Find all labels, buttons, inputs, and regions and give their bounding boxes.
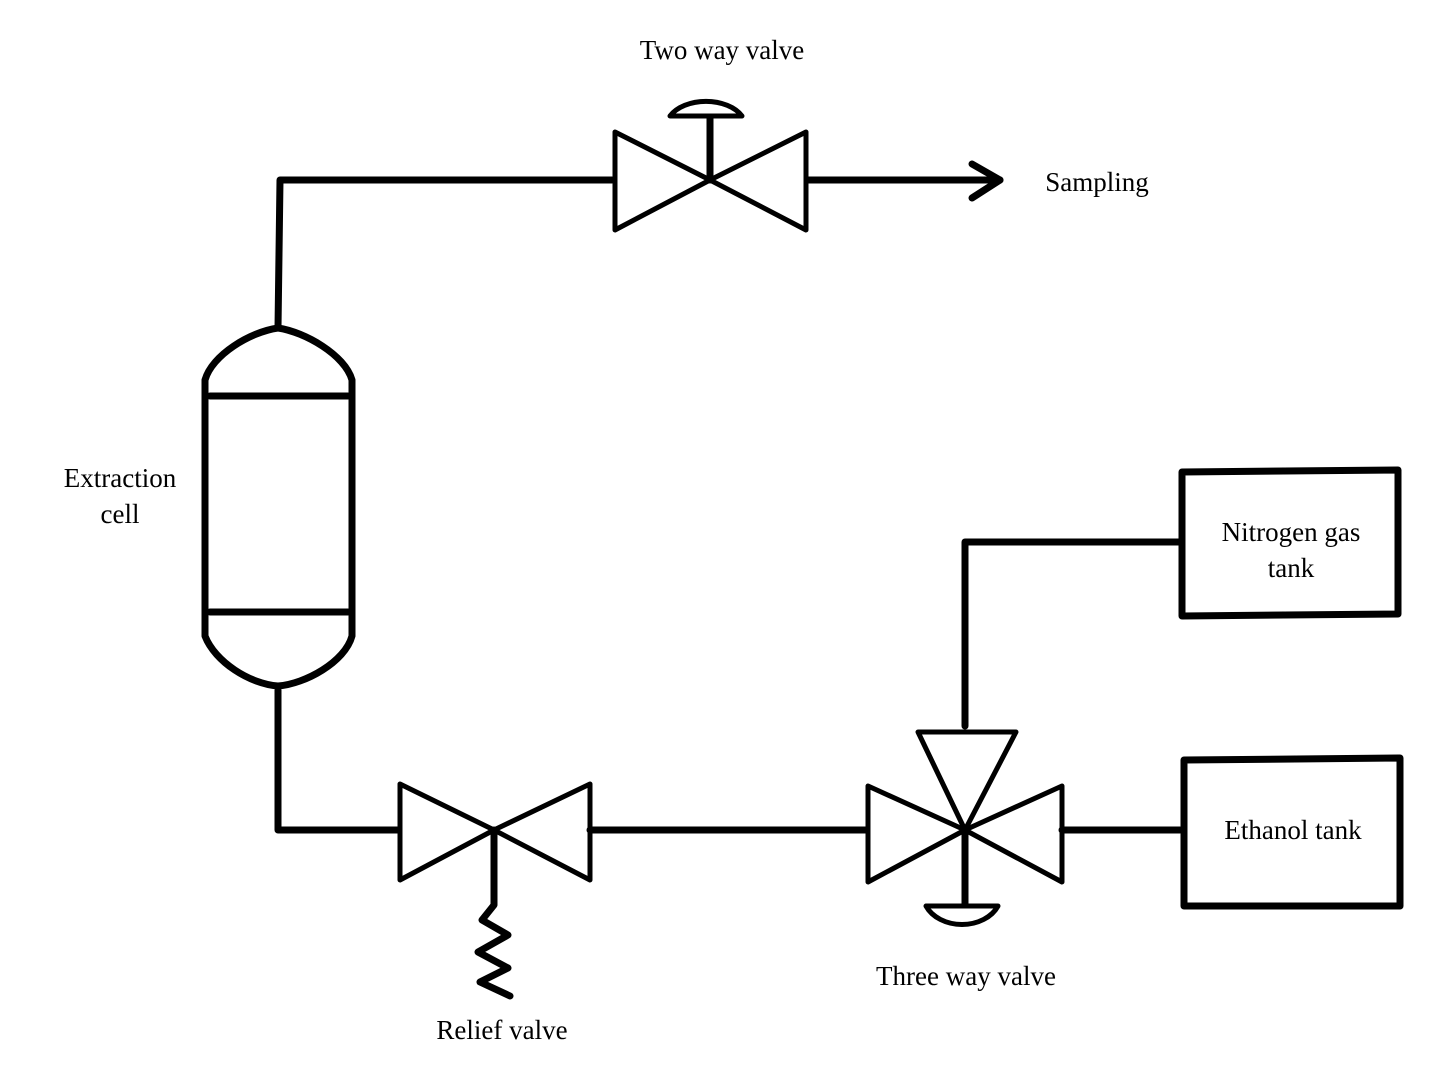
pipe-cell-to-two-way-valve	[274, 176, 616, 332]
extraction-cell-label: Extraction cell	[40, 460, 200, 532]
relief-valve-icon	[397, 781, 593, 1000]
ethanol-tank-label: Ethanol tank	[1224, 815, 1362, 845]
sampling-label: Sampling	[1045, 167, 1149, 197]
two-way-valve-label: Two way valve	[639, 35, 805, 65]
extraction-cell-vessel	[201, 324, 356, 690]
nitrogen-gas-tank-box	[1178, 466, 1402, 620]
nitrogen-tank-label-line2: tank	[1267, 553, 1315, 583]
extraction-cell-label-line2: cell	[100, 499, 140, 529]
nitrogen-tank-label: Nitrogen gas tank	[1186, 514, 1396, 586]
sampling-arrow-icon	[968, 160, 1004, 202]
pipe-cell-to-relief-valve	[274, 686, 404, 834]
two-way-valve-icon	[612, 98, 809, 233]
ethanol-tank-box	[1180, 754, 1404, 910]
extraction-cell-label-line1: Extraction	[63, 463, 177, 493]
pipe-nitrogen-to-three-way	[961, 538, 1184, 730]
three-way-valve-label: Three way valve	[876, 961, 1056, 991]
three-way-valve-icon	[865, 729, 1065, 927]
nitrogen-tank-label-line1: Nitrogen gas	[1221, 517, 1361, 547]
relief-valve-label: Relief valve	[436, 1015, 568, 1045]
